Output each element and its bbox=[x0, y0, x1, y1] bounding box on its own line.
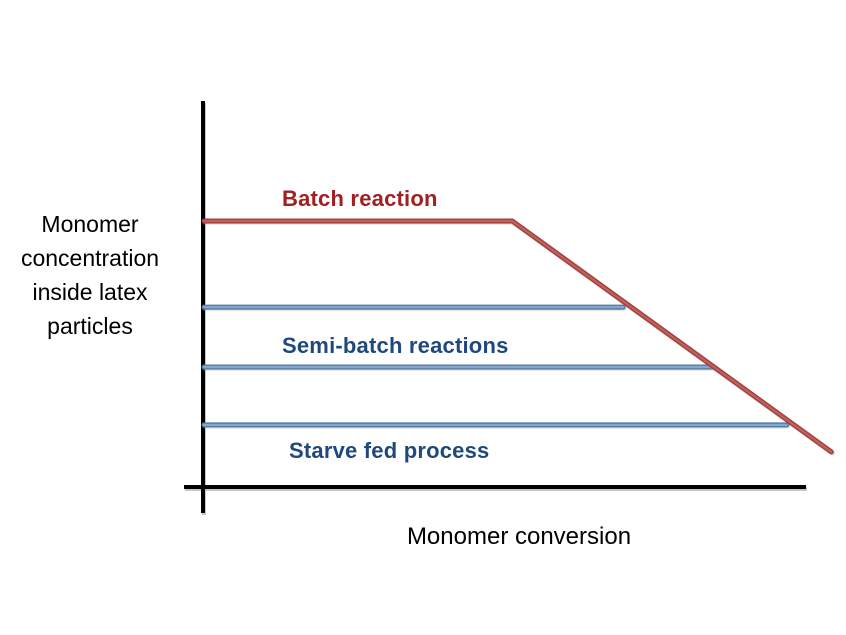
x-axis-label: Monomer conversion bbox=[406, 523, 632, 550]
series-label-batch-reaction: Batch reaction bbox=[282, 186, 438, 211]
series-line-batch-core bbox=[202, 219, 833, 454]
series-label-semi-batch-reactions: Semi-batch reactions bbox=[282, 333, 509, 358]
y-axis-label: Monomer concentration inside latex parti… bbox=[20, 211, 160, 339]
series-label-starve-fed-process: Starve fed process bbox=[289, 438, 490, 463]
series-group bbox=[201, 218, 834, 455]
